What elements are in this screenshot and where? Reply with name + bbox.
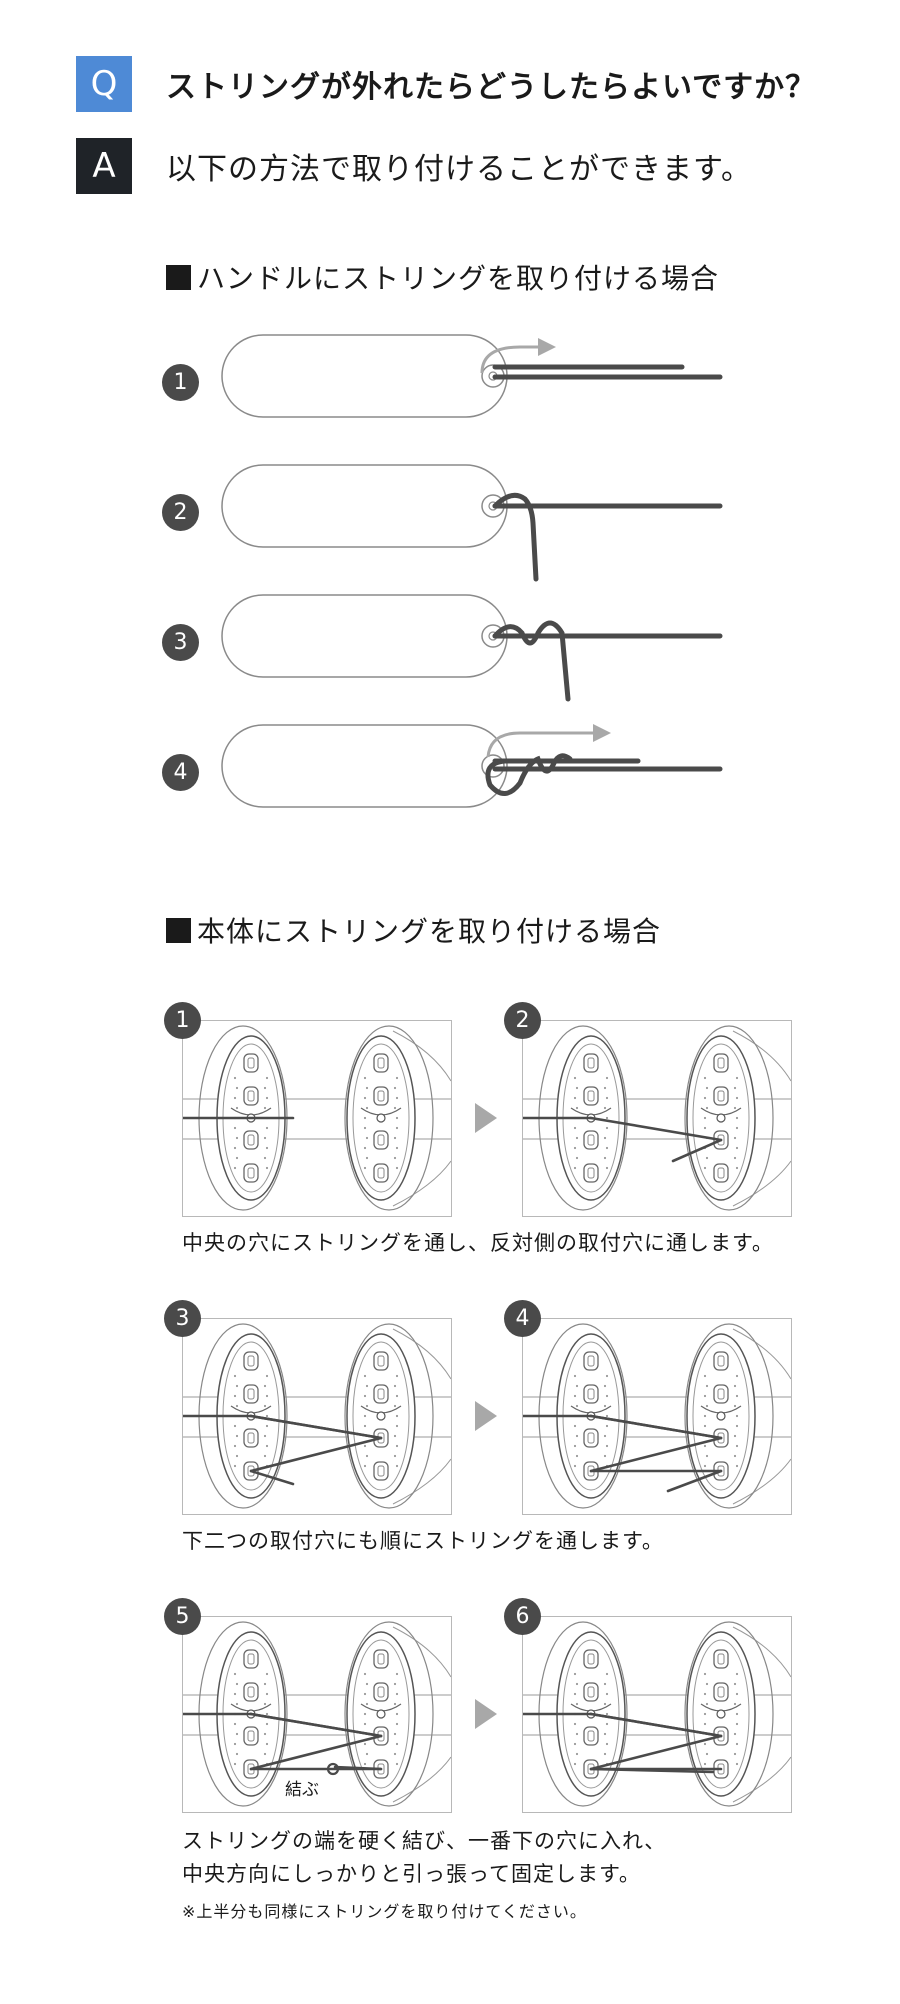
step-number: 1 [164, 1002, 201, 1039]
caption-step-5-6-line2: 中央方向にしっかりと引っ張って固定します。 [182, 1862, 641, 1886]
body-section-title: 本体にストリングを取り付ける場合 [166, 910, 661, 950]
step-number: 2 [504, 1002, 541, 1039]
square-bullet-icon [166, 264, 191, 290]
handle-section-title: ハンドルにストリングを取り付ける場合 [166, 257, 719, 297]
body-step-5-panel [182, 1616, 452, 1813]
handle-step-4-diagram [221, 724, 723, 808]
caption-step-3-4: 下二つの取付穴にも順にストリングを通します。 [182, 1529, 664, 1553]
caption-step-1-2: 中央の穴にストリングを通し、反対側の取付穴に通します。 [182, 1231, 774, 1255]
step-number: 3 [164, 1300, 201, 1337]
handle-step-3-diagram [221, 594, 723, 702]
next-arrow-icon [475, 1103, 497, 1133]
body-step-1-panel [182, 1020, 452, 1217]
knot-label: 結ぶ [283, 1775, 321, 1800]
step-number: 4 [504, 1300, 541, 1337]
step-number: 6 [504, 1598, 541, 1635]
device-illustration [183, 1621, 451, 1807]
body-step-6-panel [522, 1616, 792, 1813]
footnote: ※上半分も同様にストリングを取り付けてください。 [182, 1902, 587, 1921]
answer-row: A 以下の方法で取り付けることができます。 [76, 138, 752, 194]
step-number: 2 [162, 494, 199, 531]
step-number: 4 [162, 754, 199, 791]
device-illustration [523, 1621, 791, 1807]
next-arrow-icon [475, 1699, 497, 1729]
a-badge: A [76, 138, 132, 194]
question-row: Q ストリングが外れたらどうしたらよいですか？ [76, 56, 816, 112]
device-illustration [183, 1025, 451, 1211]
body-step-3-panel [182, 1318, 452, 1515]
device-illustration [523, 1323, 791, 1509]
handle-step-2-diagram [221, 464, 723, 582]
step-number: 1 [162, 364, 199, 401]
question-text: ストリングが外れたらどうしたらよいですか？ [166, 70, 817, 105]
q-badge: Q [76, 56, 132, 112]
caption-step-5-6-line1: ストリングの端を硬く結び、一番下の穴に入れ、 [182, 1829, 667, 1853]
square-bullet-icon [166, 917, 191, 943]
step-number: 3 [162, 624, 199, 661]
handle-step-1-diagram [221, 334, 723, 418]
body-step-2-panel [522, 1020, 792, 1217]
step-number: 5 [164, 1598, 201, 1635]
device-illustration [523, 1025, 791, 1211]
next-arrow-icon [475, 1401, 497, 1431]
device-illustration [183, 1323, 451, 1509]
body-step-4-panel [522, 1318, 792, 1515]
answer-text: 以下の方法で取り付けることができます。 [166, 152, 752, 187]
